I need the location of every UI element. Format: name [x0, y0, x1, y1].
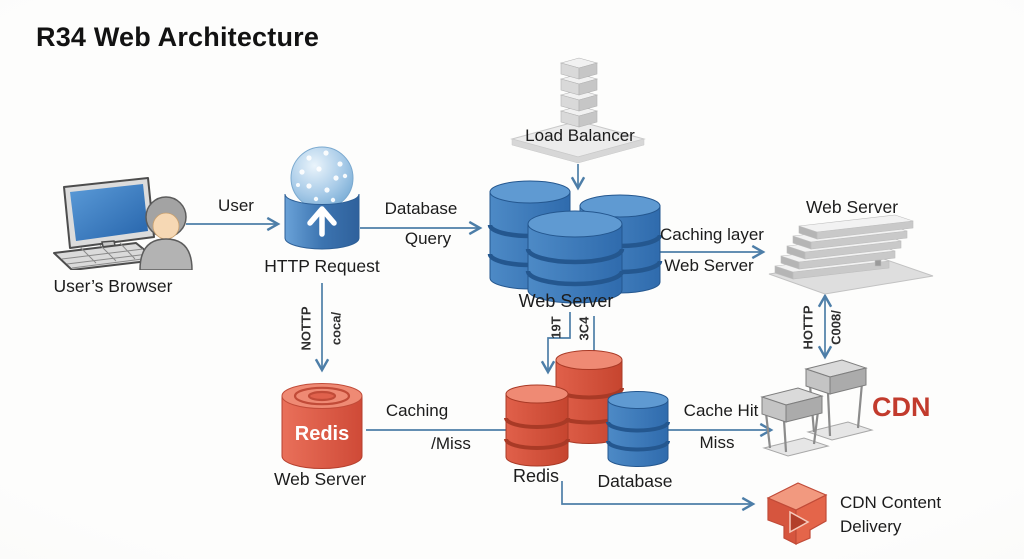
edge-user-label: User: [218, 196, 254, 215]
edge-caching-layer-label-bottom: Web Server: [664, 256, 754, 275]
cdn-content-delivery-icon: [766, 482, 828, 545]
edge-database-query-label-bottom: Query: [404, 229, 452, 248]
laptop-user-icon: [53, 177, 193, 270]
web-server-db-icon: [487, 180, 663, 304]
edge-database-query-label-top: Database: [384, 199, 458, 218]
edge-ws-cdn-label-left: HOTTP: [800, 305, 816, 350]
users-browser-label: User’s Browser: [53, 276, 173, 296]
redis-cache-icon: [281, 383, 363, 469]
web-server-db-label: Web Server: [518, 291, 614, 311]
edge-ws-cdn-label-right: C008/: [828, 310, 844, 345]
cdn-icon: [760, 359, 874, 457]
edge-caching-miss-label-bottom: /Miss: [431, 434, 471, 453]
edge-cache-hit-label-top: Cache Hit: [683, 401, 759, 420]
database-label: Database: [597, 471, 673, 491]
redis-cluster-database-icon: [504, 350, 670, 467]
web-server-stack-label: Web Server: [805, 197, 899, 217]
edge-caching-miss-label-top: Caching: [385, 401, 449, 420]
load-balancer-icon: [510, 57, 646, 164]
edge-http-redis-label-left: NOTTP: [298, 306, 314, 351]
cdn-content-delivery-label: CDN Content Delivery: [840, 493, 942, 536]
edge-http-redis-label-right: coca/: [328, 311, 344, 346]
http-request-label: HTTP Request: [264, 256, 380, 276]
http-request-icon: [284, 146, 360, 250]
page-title: R34 Web Architecture: [36, 22, 320, 52]
edge-caching-layer-label-top: Caching layer: [660, 225, 764, 244]
load-balancer-label: Load Balancer: [525, 126, 635, 145]
redis-cache-label: Web Server: [273, 469, 367, 489]
redis-cluster-label: Redis: [512, 466, 560, 486]
redis-cache-body-text: Redis: [294, 423, 350, 445]
edge-ws-to-redis-arrow: [540, 312, 571, 375]
edge-redis-to-cdn-content-arrow: [561, 481, 756, 512]
cdn-label: CDN: [872, 392, 931, 422]
edge-cache-hit-label-bottom: Miss: [699, 433, 735, 452]
web-server-stack-icon: [768, 214, 934, 295]
